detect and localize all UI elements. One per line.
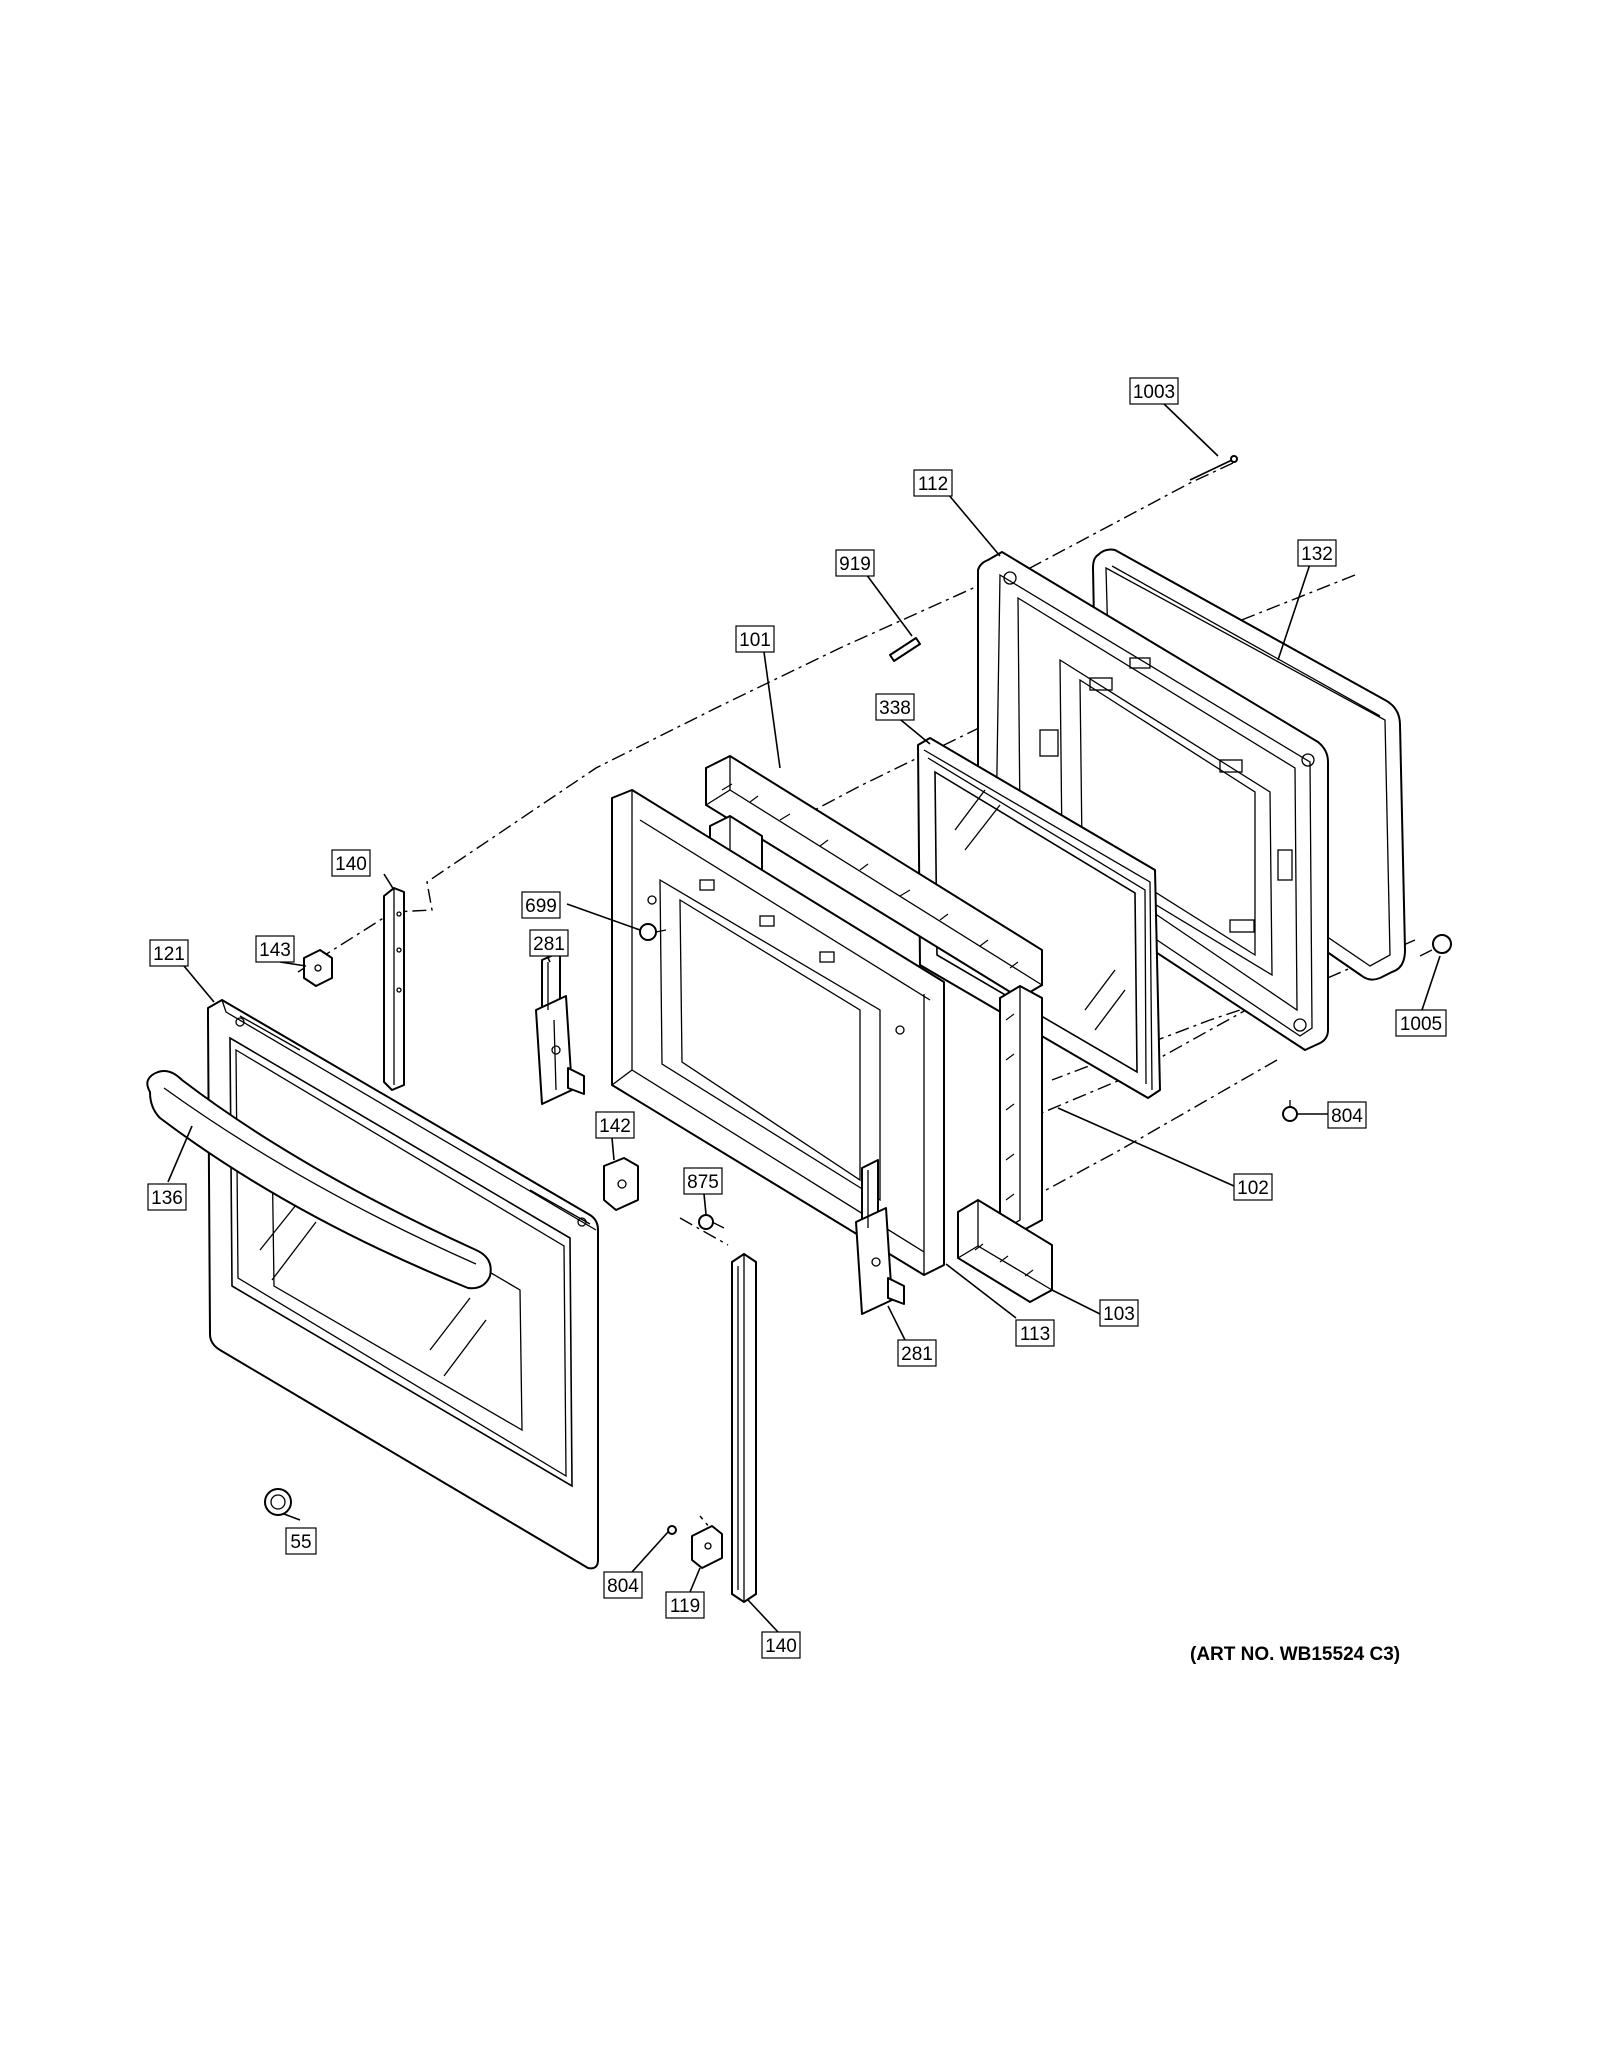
callout-102: 102 (1233, 1173, 1273, 1201)
callout-140-lower: 140 (761, 1631, 801, 1659)
callout-119: 119 (665, 1591, 705, 1619)
svg-text:875: 875 (687, 1172, 719, 1193)
svg-text:121: 121 (153, 944, 185, 965)
clip-142 (603, 1157, 639, 1211)
svg-text:103: 103 (1103, 1304, 1135, 1325)
insulation-top-101 (705, 754, 1043, 1000)
svg-text:142: 142 (599, 1116, 631, 1137)
callout-55: 55 (285, 1527, 317, 1555)
callout-142: 142 (595, 1111, 635, 1139)
hinge-281-lower (855, 1159, 905, 1315)
svg-text:281: 281 (533, 934, 565, 955)
screw-804-lower (667, 1525, 677, 1535)
callout-136: 136 (147, 1183, 187, 1211)
callout-1005: 1005 (1395, 1009, 1447, 1037)
callout-1003: 1003 (1129, 377, 1179, 405)
callout-281-upper: 281 (529, 929, 569, 957)
callout-121: 121 (149, 939, 189, 967)
screw-875 (698, 1214, 725, 1230)
svg-text:1005: 1005 (1400, 1014, 1442, 1035)
bumper-55 (264, 1488, 292, 1516)
hinge-channel-140-lower (731, 1253, 757, 1603)
callout-804-right: 804 (1327, 1101, 1367, 1129)
bracket-119 (691, 1525, 723, 1569)
svg-text:1003: 1003 (1133, 382, 1175, 403)
door-frame-113 (611, 789, 945, 1276)
callout-112: 112 (913, 469, 953, 497)
outer-door-panel-121 (207, 999, 599, 1570)
svg-text:143: 143 (259, 940, 291, 961)
callout-143: 143 (255, 935, 295, 963)
callout-875: 875 (683, 1167, 723, 1195)
hinge-channel-140-upper (383, 887, 405, 1091)
svg-text:136: 136 (151, 1188, 183, 1209)
callout-699: 699 (521, 891, 561, 919)
callout-804-lower: 804 (603, 1571, 643, 1599)
svg-text:804: 804 (607, 1576, 639, 1597)
hinge-281-upper (535, 951, 585, 1105)
bracket-143 (303, 949, 333, 987)
svg-text:55: 55 (290, 1532, 311, 1553)
svg-text:112: 112 (918, 474, 948, 495)
svg-text:338: 338 (879, 698, 911, 719)
screw-699 (639, 923, 667, 941)
callout-113: 113 (1015, 1319, 1055, 1347)
callout-101: 101 (735, 625, 775, 653)
inner-door-liner-112 (977, 551, 1329, 1051)
svg-text:140: 140 (765, 1636, 797, 1657)
svg-text:281: 281 (901, 1344, 933, 1365)
svg-text:132: 132 (1301, 544, 1333, 565)
svg-text:919: 919 (839, 554, 871, 575)
glass-pack-338 (917, 737, 1161, 1099)
callout-labels: 1003 112 132 919 101 338 140 699 (147, 377, 1447, 1659)
callout-919: 919 (835, 549, 875, 577)
svg-text:699: 699 (525, 896, 557, 917)
svg-text:101: 101 (739, 630, 771, 651)
screw-1005 (1419, 934, 1452, 957)
art-number: (ART NO. WB15524 C3) (1190, 1644, 1400, 1665)
svg-text:804: 804 (1331, 1106, 1363, 1127)
svg-text:140: 140 (335, 854, 367, 875)
callout-132: 132 (1297, 539, 1337, 567)
svg-text:102: 102 (1237, 1178, 1269, 1199)
callout-281-lower: 281 (897, 1339, 937, 1367)
svg-text:113: 113 (1020, 1324, 1050, 1345)
callout-103: 103 (1099, 1299, 1139, 1327)
insulation-side-102 (999, 984, 1043, 1234)
callout-140-upper: 140 (331, 849, 371, 877)
door-handle-136 (146, 1070, 492, 1290)
pin-919 (889, 637, 921, 662)
svg-text:119: 119 (670, 1596, 700, 1617)
screw-804-right (1282, 1100, 1298, 1122)
callout-338: 338 (875, 693, 915, 721)
rod-1003 (1189, 455, 1238, 481)
leader-lines (167, 401, 1441, 1633)
